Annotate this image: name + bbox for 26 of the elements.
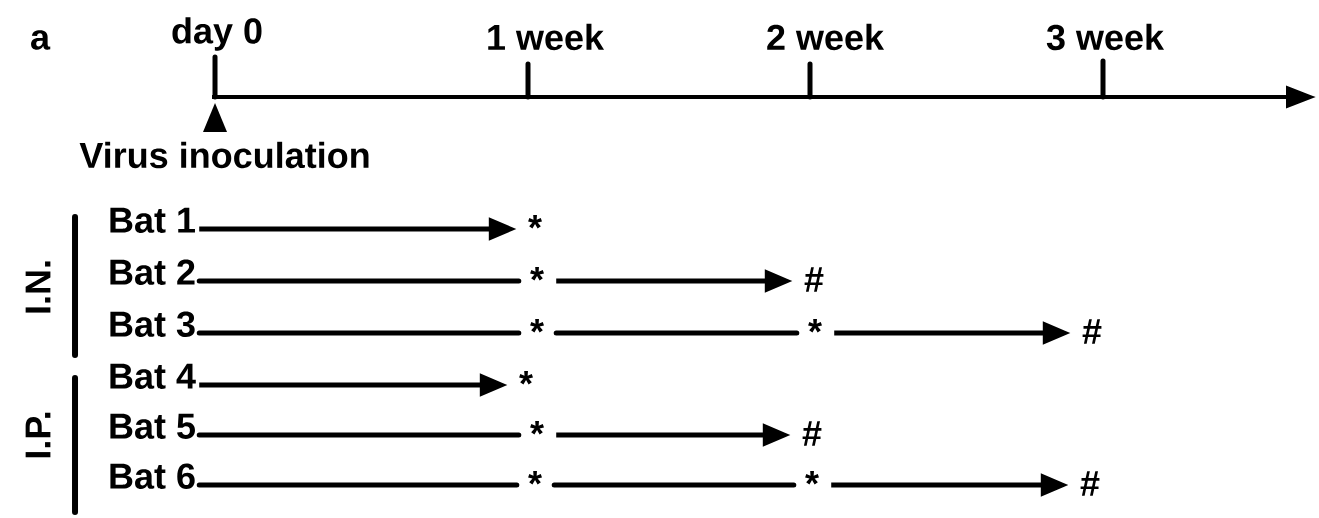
bat-label: Bat 5 (110, 413, 195, 439)
label: 1 week (488, 23, 605, 51)
outcome-symbol: * (530, 267, 544, 281)
outcome-symbol: * (808, 319, 822, 333)
label: day 0 (172, 17, 262, 51)
outcome-symbol: * (528, 215, 542, 229)
label: 3 week (1046, 23, 1165, 51)
label: 2 week (767, 23, 885, 51)
outcome-symbol: * (519, 371, 533, 385)
outcome-symbol: * (805, 471, 819, 485)
outcome-symbol: * (530, 421, 544, 435)
bat-label: Bat 6 (110, 463, 195, 489)
outcome-symbol: # (1082, 319, 1102, 344)
label: Virus inoculation (79, 141, 369, 169)
label: I.P. (25, 412, 51, 458)
outcome-symbol: * (528, 471, 542, 485)
bat-label: Bat 3 (110, 311, 195, 337)
bat-label: Bat 2 (110, 259, 195, 285)
outcome-symbol: # (1080, 471, 1100, 496)
outcome-symbol: # (802, 421, 822, 446)
bat-label: Bat 4 (110, 363, 196, 389)
outcome-symbol: * (530, 319, 544, 333)
bat-label: Bat 1 (110, 207, 195, 233)
label: I.N. (25, 261, 51, 313)
outcome-symbol: # (804, 267, 824, 292)
label: a (31, 30, 51, 50)
